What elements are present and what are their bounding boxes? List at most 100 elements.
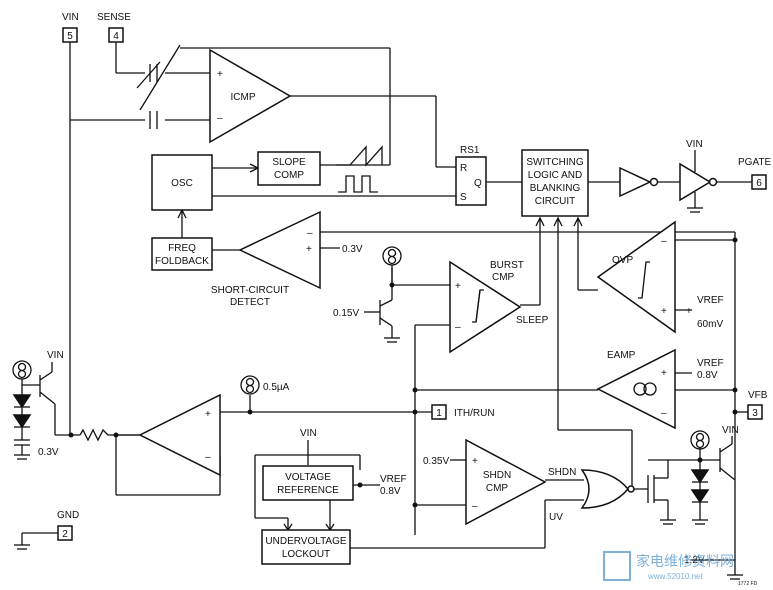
svg-text:–: – bbox=[472, 501, 478, 512]
pin-ith-run: 1 ITH/RUN bbox=[431, 404, 495, 420]
burst-comparator: + – BURST CMP SLEEP bbox=[449, 260, 549, 354]
pin-vin-number: 5 bbox=[67, 31, 73, 42]
ovp-label: OVP bbox=[612, 255, 633, 266]
osc-block: OSC bbox=[151, 154, 213, 211]
vref-block-vin: VIN bbox=[300, 428, 317, 439]
svg-text:+: + bbox=[455, 281, 461, 292]
svg-text:FOLDBACK: FOLDBACK bbox=[155, 256, 209, 267]
svg-text:–: – bbox=[661, 236, 667, 247]
ref-12v: 1.2V bbox=[684, 555, 743, 580]
sense-transistors bbox=[136, 44, 181, 129]
eamp-ref: 0.8V bbox=[697, 370, 718, 381]
pin-ith-label: ITH/RUN bbox=[454, 408, 495, 419]
pin-sense: 4 SENSE bbox=[97, 12, 131, 43]
shdn-ref: 0.35V bbox=[423, 456, 449, 467]
shdn-label: SHDN bbox=[548, 467, 576, 478]
svg-text:FREQ: FREQ bbox=[168, 243, 196, 254]
ovp-comparator: – + OVP VREF + 60mV bbox=[596, 220, 724, 334]
svg-text:VREF: VREF bbox=[697, 295, 724, 306]
svg-text:REFERENCE: REFERENCE bbox=[277, 485, 339, 496]
pin-sense-number: 4 bbox=[113, 31, 119, 42]
svg-text:LOCKOUT: LOCKOUT bbox=[282, 549, 330, 560]
pin-pgate: 6 PGATE bbox=[738, 157, 771, 190]
svg-text:LOGIC AND: LOGIC AND bbox=[528, 170, 582, 181]
rs1-latch: RS1 R S Q bbox=[455, 145, 487, 206]
svg-text:Q: Q bbox=[474, 178, 482, 189]
pin-sense-label: SENSE bbox=[97, 12, 131, 23]
or-gate bbox=[580, 469, 635, 509]
wires bbox=[21, 42, 752, 575]
ith-buffer-amp: + – bbox=[138, 393, 221, 477]
svg-text:–: – bbox=[205, 452, 211, 463]
burst-label-1: BURST bbox=[490, 260, 524, 271]
icmp-comparator: + – ICMP bbox=[209, 48, 292, 144]
current-source-burst bbox=[382, 246, 402, 266]
clamp-ref: 0.3V bbox=[38, 447, 59, 458]
right-zeners bbox=[690, 469, 710, 525]
svg-text:S: S bbox=[460, 192, 467, 203]
pin-pgate-label: PGATE bbox=[738, 157, 771, 168]
svg-text:www.52010.net: www.52010.net bbox=[647, 572, 703, 581]
figure-code: 1772 FD bbox=[738, 581, 758, 587]
svg-text:家电维修资料网: 家电维修资料网 bbox=[636, 553, 734, 569]
svg-text:R: R bbox=[460, 163, 467, 174]
pgate-driver: VIN bbox=[619, 139, 718, 213]
short-circuit-amp: – + 0.3V bbox=[238, 210, 363, 290]
svg-text:+: + bbox=[217, 69, 223, 80]
pin-vfb-number: 3 bbox=[752, 408, 758, 419]
sleep-label: SLEEP bbox=[516, 315, 549, 326]
svg-text:–: – bbox=[661, 408, 667, 419]
pin-vin: 5 VIN bbox=[62, 12, 79, 43]
pin-vfb-label: VFB bbox=[748, 390, 768, 401]
right-vin: VIN bbox=[722, 425, 739, 436]
shdn-comparator: + – SHDN CMP 0.35V SHDN UV bbox=[423, 438, 576, 526]
pin-pgate-number: 6 bbox=[756, 178, 762, 189]
icmp-label: ICMP bbox=[231, 92, 256, 103]
vin-clamp: VIN 0.3V bbox=[12, 350, 64, 460]
svg-text:VREF: VREF bbox=[380, 474, 407, 485]
burst-label-2: CMP bbox=[492, 272, 515, 283]
rs1-title: RS1 bbox=[460, 145, 480, 156]
ref-12v-label: 1.2V bbox=[684, 555, 705, 566]
driver-vin: VIN bbox=[686, 139, 703, 150]
burst-ref: 0.15V bbox=[333, 308, 359, 319]
gnd-symbol bbox=[14, 544, 30, 550]
pin-gnd-label: GND bbox=[57, 510, 79, 521]
osc-label: OSC bbox=[171, 178, 193, 189]
voltage-reference-block: VOLTAGE REFERENCE VIN VREF 0.8V bbox=[262, 428, 407, 501]
vref-block-ref: 0.8V bbox=[380, 486, 401, 497]
eamp-label: EAMP bbox=[607, 350, 636, 361]
svg-text:–: – bbox=[217, 113, 223, 124]
svg-text:VOLTAGE: VOLTAGE bbox=[285, 472, 331, 483]
uv-lockout-block: UNDERVOLTAGE LOCKOUT bbox=[261, 529, 351, 565]
svg-text:COMP: COMP bbox=[274, 170, 304, 181]
pin-vin-label: VIN bbox=[62, 12, 79, 23]
eamp-amplifier: + – EAMP VREF 0.8V bbox=[596, 348, 724, 430]
right-transistor: VIN bbox=[719, 425, 739, 481]
svg-text:+: + bbox=[205, 409, 211, 420]
svg-text:+: + bbox=[306, 244, 312, 255]
svg-text:+: + bbox=[686, 306, 692, 317]
short-circuit-label-1: SHORT-CIRCUIT bbox=[211, 285, 289, 296]
ovp-ref-60mv: 60mV bbox=[697, 319, 723, 330]
svg-text:SLOPE: SLOPE bbox=[272, 157, 306, 168]
uv-label: UV bbox=[549, 512, 563, 523]
short-circuit-ref: 0.3V bbox=[342, 244, 363, 255]
switching-logic-block: SWITCHING LOGIC AND BLANKING CIRCUIT bbox=[521, 149, 589, 217]
svg-text:VREF: VREF bbox=[697, 358, 724, 369]
pin-gnd-number: 2 bbox=[62, 529, 68, 540]
freq-foldback-block: FREQ FOLDBACK bbox=[151, 237, 213, 271]
svg-text:SWITCHING: SWITCHING bbox=[526, 157, 583, 168]
svg-text:+: + bbox=[661, 306, 667, 317]
current-source-05ua: 0.5µA bbox=[240, 375, 290, 395]
svg-text:UNDERVOLTAGE: UNDERVOLTAGE bbox=[265, 536, 346, 547]
slope-comp-block: SLOPE COMP bbox=[257, 145, 383, 193]
burst-transistor: 0.15V bbox=[333, 265, 400, 343]
current-source-label: 0.5µA bbox=[263, 382, 290, 393]
svg-text:+: + bbox=[661, 368, 667, 379]
current-source-right bbox=[690, 430, 710, 450]
clamp-vin: VIN bbox=[47, 350, 64, 361]
svg-text:BLANKING: BLANKING bbox=[530, 183, 581, 194]
svg-text:CIRCUIT: CIRCUIT bbox=[535, 196, 576, 207]
